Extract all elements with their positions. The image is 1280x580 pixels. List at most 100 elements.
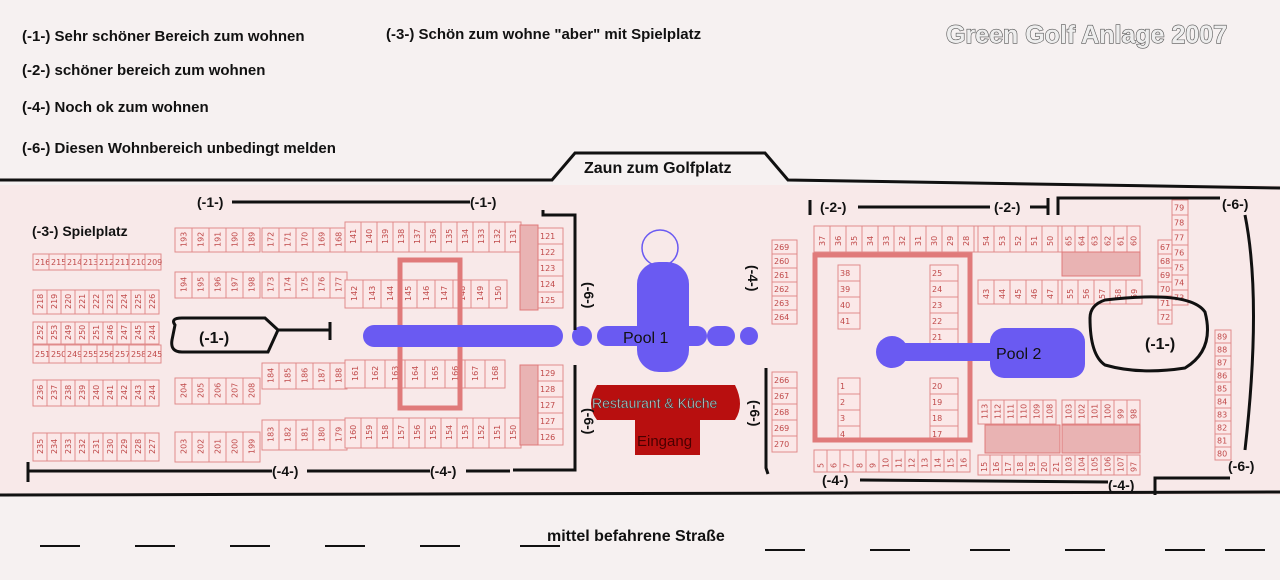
unit-number: 103: [1065, 404, 1074, 419]
unit-227[interactable]: [144, 432, 160, 462]
unit-number: 98: [1130, 409, 1139, 419]
unit-264[interactable]: [771, 309, 798, 325]
unit-number: 206: [214, 383, 223, 398]
unit-number: 25: [932, 269, 942, 278]
unit-number: 198: [248, 277, 257, 292]
unit-number: 138: [397, 229, 406, 244]
zone-6-bracket-upper: [541, 210, 577, 330]
unit-number: 72: [1160, 313, 1170, 322]
pool-1-sketch: [641, 229, 679, 267]
unit-108[interactable]: [1042, 399, 1057, 425]
unit-number: 7: [843, 463, 852, 468]
unit-number: 155: [429, 425, 438, 440]
unit-number: 220: [64, 294, 73, 309]
unit-number: 247: [120, 325, 129, 340]
unit-number: 82: [1217, 424, 1227, 433]
unit-number: 106: [1104, 457, 1113, 472]
unit-number: 134: [461, 229, 470, 244]
unit-number: 99: [1117, 409, 1126, 419]
unit-number: 125: [540, 296, 555, 305]
hatched-block-2: [1061, 424, 1141, 454]
unit-226[interactable]: [144, 289, 160, 315]
unit-number: 129: [540, 369, 555, 378]
unit-number: 267: [774, 392, 789, 401]
unit-97[interactable]: [1126, 454, 1141, 476]
unit-number: 85: [1217, 385, 1227, 394]
unit-number: 203: [180, 439, 189, 454]
unit-number: 79: [1174, 204, 1184, 213]
unit-number: 268: [774, 408, 789, 417]
pool-1-end: [707, 326, 735, 346]
unit-number: 16: [992, 462, 1001, 472]
unit-number: 56: [1082, 289, 1091, 299]
unit-number: 15: [980, 462, 989, 472]
unit-number: 123: [540, 264, 555, 273]
unit-number: 173: [267, 277, 276, 292]
unit-number: 12: [908, 458, 917, 468]
pool-2[interactable]: Pool 2: [876, 328, 1085, 378]
unit-72[interactable]: [1157, 309, 1173, 325]
unit-98[interactable]: [1126, 399, 1141, 425]
unit-150[interactable]: [488, 279, 508, 309]
unit-number: 185: [284, 368, 293, 383]
unit-number: 140: [365, 229, 374, 244]
unit-number: 41: [840, 317, 850, 326]
unit-number: 175: [301, 277, 310, 292]
unit-number: 262: [774, 285, 789, 294]
unit-number: 230: [106, 439, 115, 454]
unit-number: 70: [1160, 285, 1170, 294]
zone-6-label-top: (-6-): [1222, 196, 1248, 212]
unit-209[interactable]: [144, 253, 162, 271]
unit-number: 229: [120, 439, 129, 454]
unit-198[interactable]: [242, 271, 261, 299]
unit-number: 162: [371, 366, 380, 381]
restaurant-kitchen[interactable]: Restaurant & Küche Eingang: [591, 385, 740, 455]
unit-number: 239: [78, 385, 87, 400]
unit-number: 202: [197, 439, 206, 454]
unit-number: 84: [1217, 398, 1227, 407]
unit-number: 197: [231, 277, 240, 292]
unit-16[interactable]: [956, 449, 971, 473]
unit-number: 161: [351, 366, 360, 381]
restaurant-label: Restaurant & Küche: [592, 395, 718, 411]
unit-number: 244: [148, 385, 157, 400]
unit-number: 64: [1078, 236, 1087, 246]
zone-2-label-1: (-2-): [820, 199, 846, 215]
unit-number: 249: [67, 350, 82, 359]
unit-number: 62: [1104, 236, 1113, 246]
unit-number: 250: [78, 325, 87, 340]
unit-168[interactable]: [484, 359, 506, 389]
unit-number: 196: [214, 277, 223, 292]
unit-number: 31: [914, 236, 923, 246]
unit-41[interactable]: [837, 312, 861, 330]
unit-number: 200: [231, 439, 240, 454]
unit-208[interactable]: [242, 377, 261, 405]
unit-number: 33: [882, 236, 891, 246]
unit-number: 214: [67, 258, 82, 267]
unit-number: 169: [318, 232, 327, 247]
unit-199[interactable]: [242, 431, 261, 463]
unit-number: 251: [35, 350, 50, 359]
unit-number: 59: [1130, 289, 1139, 299]
unit-number: 252: [36, 325, 45, 340]
pool-1[interactable]: Pool 1: [363, 229, 758, 372]
unit-80[interactable]: [1214, 446, 1232, 461]
playground-label: (-3-) Spielplatz: [32, 223, 128, 239]
unit-270[interactable]: [771, 435, 798, 453]
unit-number: 167: [471, 366, 480, 381]
unit-244[interactable]: [144, 379, 160, 407]
unit-number: 191: [214, 232, 223, 247]
unit-number: 17: [1004, 462, 1013, 472]
unit-189[interactable]: [242, 227, 261, 253]
unit-number: 264: [774, 313, 789, 322]
unit-245[interactable]: [144, 344, 162, 364]
unit-244[interactable]: [144, 321, 160, 345]
